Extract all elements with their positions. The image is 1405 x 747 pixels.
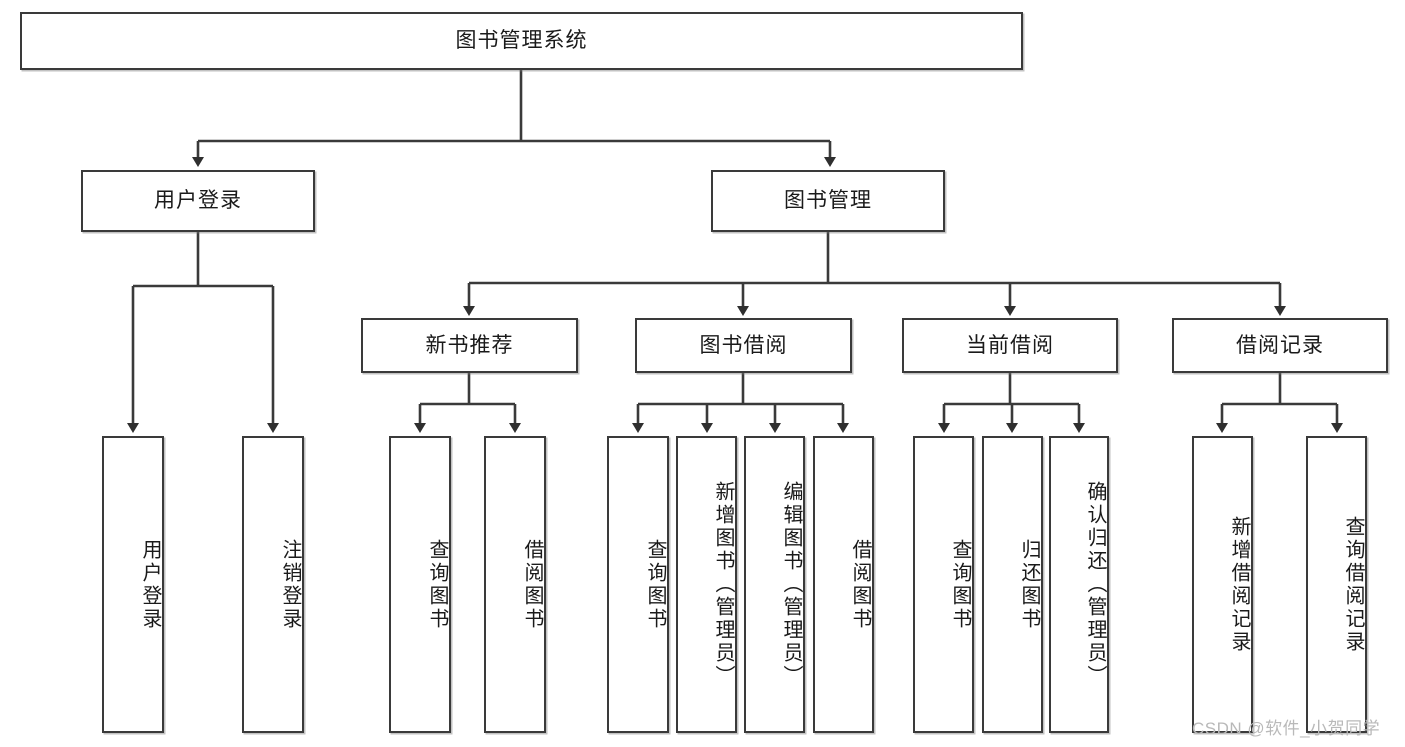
node-new-book-recommendation[interactable]: 新书推荐 xyxy=(361,318,578,373)
leaf-user-login[interactable]: 用户登录 xyxy=(102,436,164,733)
node-label: 借阅记录 xyxy=(1236,333,1324,357)
node-book-borrowing[interactable]: 图书借阅 xyxy=(635,318,852,373)
node-label: 新增借阅记录 xyxy=(1228,515,1250,654)
node-borrow-records[interactable]: 借阅记录 xyxy=(1172,318,1388,373)
leaf-logout[interactable]: 注销登录 xyxy=(242,436,304,733)
node-label: 图书管理系统 xyxy=(455,29,588,53)
node-label: 查询借阅记录 xyxy=(1342,515,1364,654)
node-label: 查询图书 xyxy=(426,538,448,631)
node-label: 新书推荐 xyxy=(425,333,514,357)
node-label: 注销登录 xyxy=(279,538,301,631)
node-label: 用户登录 xyxy=(139,538,161,631)
leaf-query-books-recommend[interactable]: 查询图书 xyxy=(389,436,451,733)
node-label: 当前借阅 xyxy=(966,333,1054,357)
node-label: 查询图书 xyxy=(949,538,971,631)
node-label: 用户登录 xyxy=(154,189,242,213)
node-label: 图书管理 xyxy=(784,189,872,213)
node-label: 查询图书 xyxy=(644,538,666,631)
leaf-edit-book-admin[interactable]: 编辑图书（管理员） xyxy=(744,436,805,733)
node-label: 新增图书（管理员） xyxy=(712,481,734,688)
leaf-return-books[interactable]: 归还图书 xyxy=(982,436,1043,733)
leaf-query-books-borrowing[interactable]: 查询图书 xyxy=(607,436,669,733)
node-user-login[interactable]: 用户登录 xyxy=(81,170,315,232)
node-label: 编辑图书（管理员） xyxy=(780,481,802,688)
node-book-management[interactable]: 图书管理 xyxy=(711,170,945,232)
node-root[interactable]: 图书管理系统 xyxy=(20,12,1023,70)
leaf-query-borrow-record[interactable]: 查询借阅记录 xyxy=(1306,436,1367,733)
leaf-confirm-return-admin[interactable]: 确认归还（管理员） xyxy=(1049,436,1109,733)
node-label: 图书借阅 xyxy=(699,333,788,357)
node-current-borrowing[interactable]: 当前借阅 xyxy=(902,318,1118,373)
csdn-watermark: CSDN @软件_小贺同学 xyxy=(1192,719,1381,738)
leaf-borrow-books-recommend[interactable]: 借阅图书 xyxy=(484,436,546,733)
leaf-add-borrow-record[interactable]: 新增借阅记录 xyxy=(1192,436,1253,733)
leaf-borrow-books[interactable]: 借阅图书 xyxy=(813,436,874,733)
leaf-query-books-current[interactable]: 查询图书 xyxy=(913,436,974,733)
node-label: 确认归还（管理员） xyxy=(1084,481,1106,688)
node-label: 借阅图书 xyxy=(521,538,543,631)
node-label: 归还图书 xyxy=(1018,538,1040,631)
leaf-add-book-admin[interactable]: 新增图书（管理员） xyxy=(676,436,737,733)
node-label: 借阅图书 xyxy=(849,538,871,631)
